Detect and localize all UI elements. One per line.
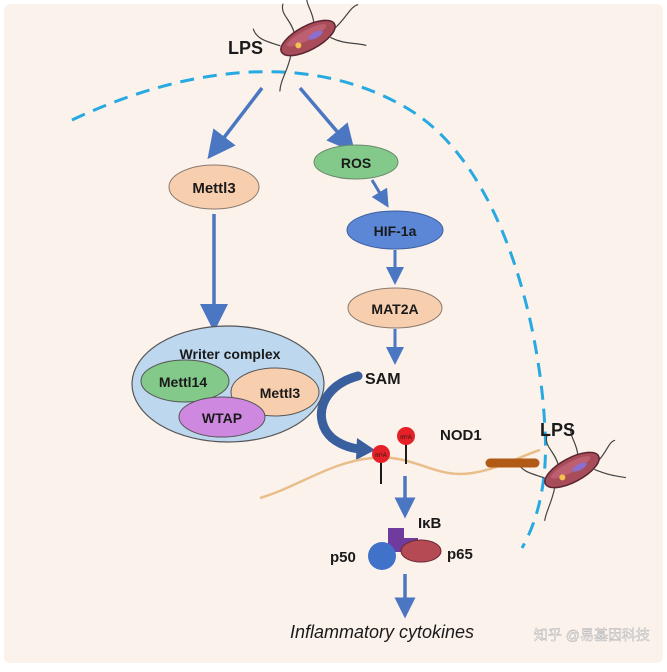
wtap-label: WTAP — [202, 410, 242, 426]
m6a-text-2: m⁶A — [400, 434, 411, 441]
lps-label-top: LPS — [228, 38, 263, 58]
arrow-sam-head — [356, 438, 375, 460]
bacterium-icon-top — [252, 0, 367, 92]
arrow-lps-to-ros — [298, 86, 356, 153]
hif-label: HIF-1a — [374, 223, 417, 239]
m6a-mark-1 — [372, 445, 390, 463]
arrow-sam-curve — [316, 371, 367, 454]
writer-complex-label: Writer complex — [180, 346, 281, 362]
mettl3-node — [168, 164, 260, 210]
arrow-lps-to-mettl3 — [207, 86, 264, 160]
mat2a-node — [347, 287, 443, 329]
ros-node — [313, 144, 399, 180]
lps-label-right: LPS — [540, 420, 575, 440]
m6a-mark-2 — [397, 427, 415, 445]
p50-label: p50 — [330, 549, 356, 566]
mettl14-node — [140, 359, 230, 403]
m6a-text-1: m⁶A — [375, 452, 386, 459]
p65-shape — [400, 539, 442, 563]
ikb-label: IκB — [418, 515, 442, 532]
mettl14-label: Mettl14 — [159, 374, 207, 390]
ros-label: ROS — [341, 155, 371, 171]
cytokines-label: Inflammatory cytokines — [290, 622, 474, 642]
wtap-node — [178, 396, 266, 438]
mat2a-label: MAT2A — [371, 301, 418, 317]
nod1-label: NOD1 — [440, 427, 482, 444]
p50-shape — [368, 542, 396, 570]
arrow-ros-to-hif — [370, 179, 389, 208]
mettl3-complex-label: Mettl3 — [260, 385, 301, 401]
hif-node — [346, 210, 444, 250]
sam-label: SAM — [365, 371, 401, 388]
background-panel — [4, 4, 663, 663]
p65-label: p65 — [447, 546, 473, 563]
watermark-text: 知乎 @易基因科技 — [534, 627, 650, 643]
cell-membrane — [71, 70, 547, 549]
mettl3-label: Mettl3 — [192, 180, 235, 197]
